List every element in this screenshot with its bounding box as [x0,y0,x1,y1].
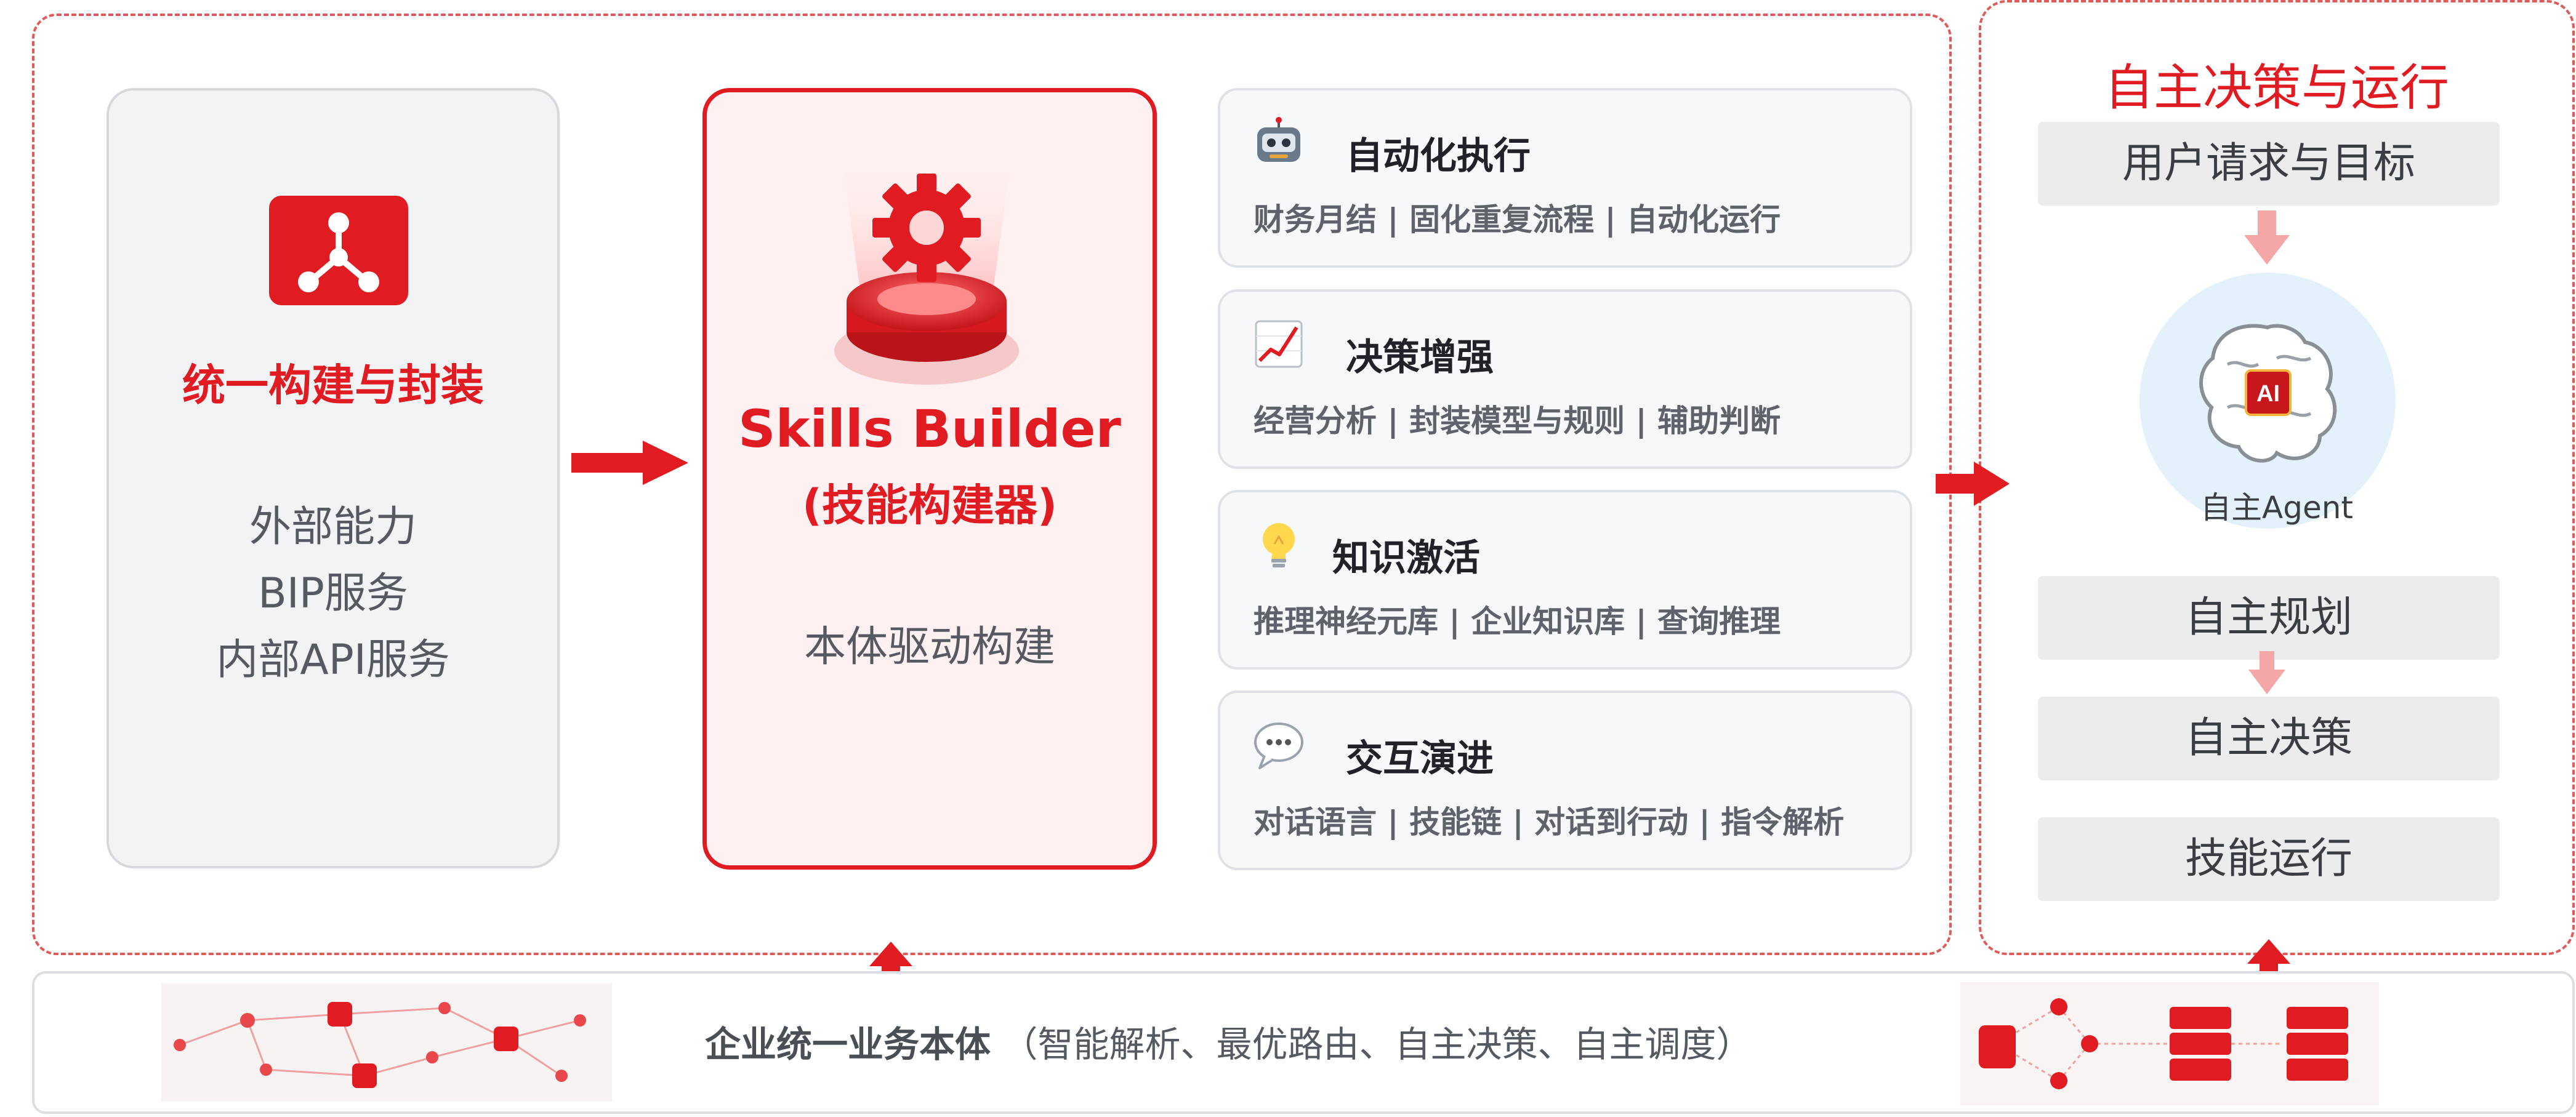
source-item-api: 内部API服务 [216,636,450,684]
step-plan: 自主规划 [2038,576,2500,660]
arrow-down-icon [2244,210,2290,265]
step-decide: 自主决策 [2038,697,2500,780]
capability-card-interaction: 交互演进 对话语言 | 技能链 | 对话到行动 | 指令解析 [1218,691,1912,870]
chart-trend-icon [1252,318,1305,370]
capability-card-automation: 自动化执行 财务月结 | 固化重复流程 | 自动化运行 [1218,88,1912,268]
source-item-external: 外部能力 [249,503,417,551]
network-nodes-icon [269,196,408,305]
skills-builder-desc: 本体驱动构建 [803,623,1055,671]
step-run: 技能运行 [2038,817,2500,901]
gear-podium-icon [822,148,1031,394]
capability-desc: 经营分析 | 封装模型与规则 | 辅助判断 [1254,403,1781,439]
skills-builder-title: Skills Builder [738,399,1121,459]
arrow-right-icon [1936,459,2010,508]
capability-desc: 对话语言 | 技能链 | 对话到行动 | 指令解析 [1254,804,1845,840]
data-network-illustration [161,983,612,1102]
robot-icon [1252,116,1305,169]
ontology-main-label: 企业统一业务本体 [705,1023,991,1065]
arrow-right-icon [571,438,688,487]
ai-badge-text: AI [2256,381,2280,407]
ontology-text: 企业统一业务本体 （智能解析、最优路由、自主决策、自主调度） [705,1015,1752,1067]
agent-label: 自主Agent [2200,490,2353,526]
capability-card-decision: 决策增强 经营分析 | 封装模型与规则 | 辅助判断 [1218,289,1912,469]
speech-bubble-icon [1252,719,1305,772]
capability-desc: 财务月结 | 固化重复流程 | 自动化运行 [1254,202,1781,238]
capability-card-knowledge: 知识激活 推理神经元库 | 企业知识库 | 查询推理 [1218,490,1912,670]
capability-title: 知识激活 [1332,537,1480,580]
database-network-illustration [1960,982,2379,1105]
user-request-box: 用户请求与目标 [2038,122,2500,206]
capability-desc: 推理神经元库 | 企业知识库 | 查询推理 [1254,604,1781,639]
capability-title: 交互演进 [1346,737,1494,780]
build-package-title: 统一构建与封装 [182,360,484,410]
lightbulb-icon [1252,518,1305,571]
capability-title: 决策增强 [1346,336,1494,379]
ontology-detail-label: （智能解析、最优路由、自主决策、自主调度） [1002,1023,1752,1065]
runtime-title: 自主决策与运行 [2104,59,2449,116]
brain-chip-icon: AI [2191,315,2345,475]
skills-builder-subtitle: (技能构建器) [802,480,1057,530]
arrow-down-icon [2248,651,2285,694]
source-item-bip: BIP服务 [258,569,408,618]
capability-title: 自动化执行 [1346,135,1531,178]
